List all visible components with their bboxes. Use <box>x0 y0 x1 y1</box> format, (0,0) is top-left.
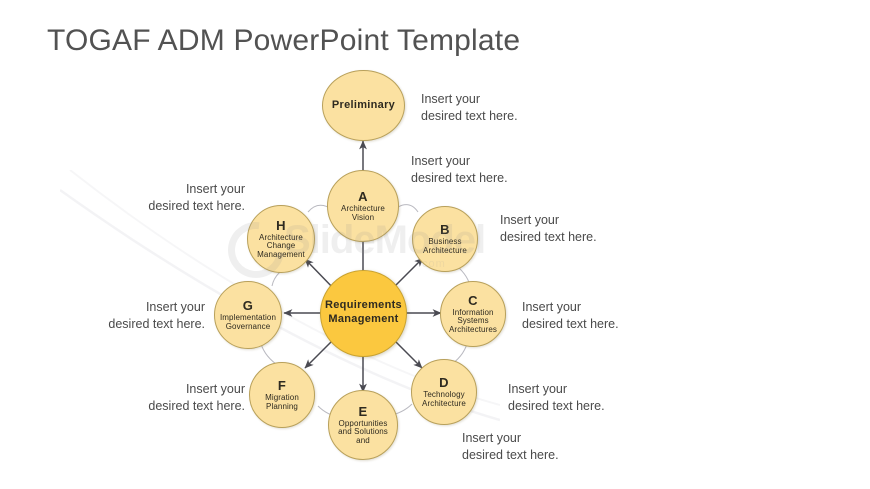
page-title: TOGAF ADM PowerPoint Template <box>47 24 521 57</box>
node-phase-h[interactable]: H Architecture Change Management <box>247 205 315 273</box>
caption-phase-h: Insert your desired text here. <box>148 182 245 214</box>
caption-phase-g: Insert your desired text here. <box>108 300 205 332</box>
caption-preliminary: Insert your desired text here. <box>421 92 518 124</box>
node-phase-b-name: Business Architecture <box>423 236 467 255</box>
node-preliminary-label: Preliminary <box>331 98 396 111</box>
node-phase-d-name: Technology Architecture <box>422 389 466 408</box>
node-phase-a-letter: A <box>358 188 368 204</box>
node-phase-f[interactable]: F Migration Planning <box>249 362 315 428</box>
node-phase-a-name: Architecture Vision <box>341 203 385 222</box>
node-phase-f-name: Migration Planning <box>265 392 299 411</box>
node-phase-e-name: Opportunities and Solutions and <box>338 418 388 445</box>
node-phase-e[interactable]: E Opportunities and Solutions and <box>328 390 398 460</box>
node-phase-d[interactable]: D Technology Architecture <box>411 359 477 425</box>
node-phase-b-letter: B <box>440 221 450 237</box>
node-phase-f-letter: F <box>277 377 287 393</box>
caption-phase-f: Insert your desired text here. <box>148 382 245 414</box>
caption-phase-e: Insert your desired text here. <box>462 431 559 463</box>
node-phase-h-name: Architecture Change Management <box>257 232 305 259</box>
caption-phase-a: Insert your desired text here. <box>411 154 508 186</box>
caption-phase-b: Insert your desired text here. <box>500 213 597 245</box>
node-phase-c-name: Information Systems Architectures <box>449 307 497 334</box>
caption-phase-c: Insert your desired text here. <box>522 300 619 332</box>
node-requirements-management[interactable]: Requirements Management <box>320 270 407 357</box>
node-phase-g-letter: G <box>242 297 254 313</box>
node-center-label: Requirements Management <box>325 299 402 325</box>
node-phase-b[interactable]: B Business Architecture <box>412 206 478 272</box>
node-phase-g[interactable]: G Implementation Governance <box>214 281 282 349</box>
node-phase-a[interactable]: A Architecture Vision <box>327 170 399 242</box>
node-phase-h-letter: H <box>276 217 286 233</box>
node-phase-d-letter: D <box>439 374 449 390</box>
node-phase-e-letter: E <box>358 403 368 419</box>
node-preliminary[interactable]: Preliminary <box>322 70 405 141</box>
node-phase-g-name: Implementation Governance <box>219 312 277 331</box>
node-phase-c-letter: C <box>468 292 478 308</box>
node-phase-c[interactable]: C Information Systems Architectures <box>440 281 506 347</box>
caption-phase-d: Insert your desired text here. <box>508 382 605 414</box>
